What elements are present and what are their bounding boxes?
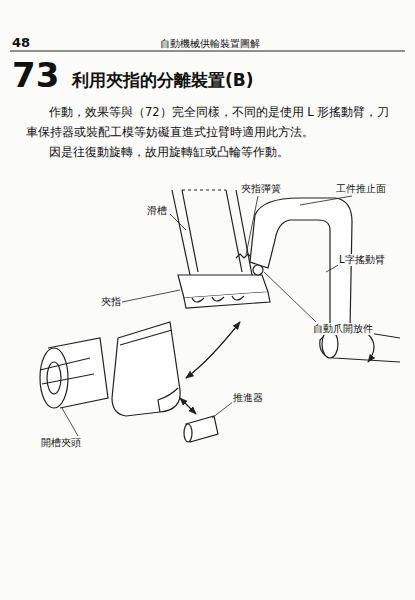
part-label: 開槽夾頭 — [40, 437, 82, 449]
clip-piece — [112, 322, 180, 416]
section-number: 73 — [12, 58, 59, 92]
header-rule — [10, 50, 405, 51]
part-label: 工件推止面 — [335, 183, 387, 195]
part-label: 推進器 — [232, 392, 264, 404]
part-label: 夾指 — [100, 296, 122, 308]
part-label: L字搖動臂 — [338, 254, 386, 266]
chute — [172, 190, 252, 275]
section-title: 利用夾指的分離裝置(B) — [72, 70, 254, 90]
page-number: 48 — [12, 35, 30, 51]
body-text: 作動，效果等與（72）完全同樣，不同的是使用 L 形搖動臂，刀車保持器或裝配工模… — [26, 102, 396, 142]
part-label: 滑槽 — [146, 205, 168, 217]
body-text: 因是往復動旋轉，故用旋轉缸或凸輪等作動。 — [26, 142, 396, 162]
l-swing-arm — [250, 198, 352, 330]
running-header: 自動機械供輸裝置圖解 — [160, 38, 260, 50]
part-label: 自動爪開放件 — [312, 323, 374, 335]
part-label: 夾指彈簧 — [240, 183, 282, 195]
